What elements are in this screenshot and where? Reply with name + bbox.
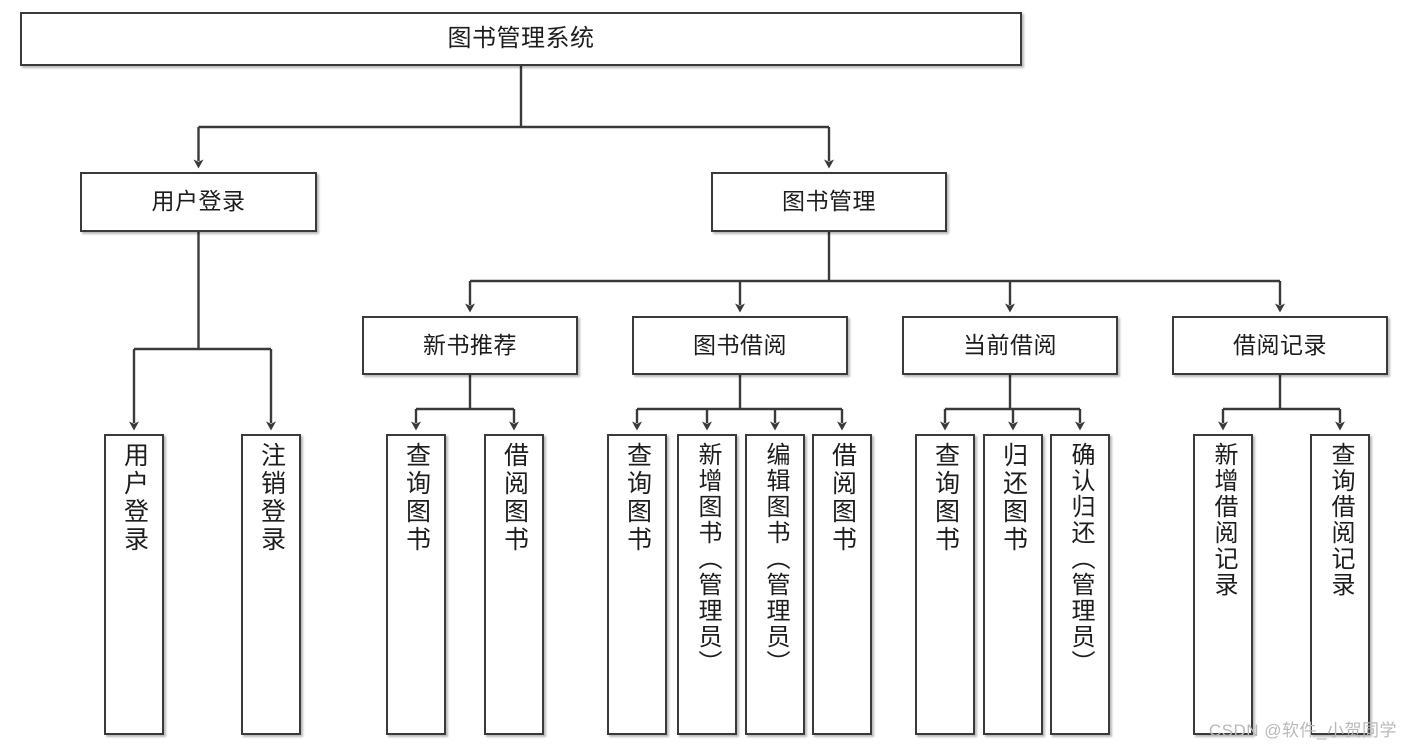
node-leaf-bb-add[interactable]: 新增图书（管理员） bbox=[677, 434, 737, 735]
node-label: 归还图书 bbox=[999, 442, 1028, 554]
watermark: CSDN @软件_小贺同学 bbox=[1208, 721, 1397, 740]
node-leaf-br-add[interactable]: 新增借阅记录 bbox=[1193, 434, 1253, 735]
node-label: 用户登录 bbox=[151, 188, 246, 215]
node-leaf-bb-edit[interactable]: 编辑图书（管理员） bbox=[745, 434, 805, 735]
node-new-book-rec[interactable]: 新书推荐 bbox=[362, 316, 578, 375]
node-label: 图书借阅 bbox=[693, 331, 787, 358]
node-label: 当前借阅 bbox=[963, 331, 1057, 358]
node-label: 确认归还（管理员） bbox=[1067, 442, 1094, 676]
node-label: 新书推荐 bbox=[423, 331, 517, 358]
node-book-borrow[interactable]: 图书借阅 bbox=[632, 316, 848, 375]
node-leaf-rec-query[interactable]: 查询图书 bbox=[386, 434, 446, 735]
node-leaf-cb-query[interactable]: 查询图书 bbox=[915, 434, 975, 735]
node-label: 图书管理系统 bbox=[447, 24, 595, 52]
node-leaf-user-logout[interactable]: 注销登录 bbox=[241, 434, 301, 735]
node-label: 编辑图书（管理员） bbox=[762, 442, 789, 676]
node-label: 新增图书（管理员） bbox=[694, 442, 721, 676]
node-label: 查询借阅记录 bbox=[1327, 442, 1354, 598]
node-borrow-record[interactable]: 借阅记录 bbox=[1172, 316, 1388, 375]
node-leaf-cb-confirm[interactable]: 确认归还（管理员） bbox=[1050, 434, 1110, 735]
node-leaf-br-query[interactable]: 查询借阅记录 bbox=[1310, 434, 1370, 735]
node-root[interactable]: 图书管理系统 bbox=[20, 12, 1022, 66]
node-label: 借阅图书 bbox=[828, 442, 857, 554]
node-label: 查询图书 bbox=[931, 442, 960, 554]
node-label: 用户登录 bbox=[120, 442, 149, 554]
node-label: 借阅图书 bbox=[500, 442, 529, 554]
node-label: 查询图书 bbox=[402, 442, 431, 554]
node-leaf-user-login[interactable]: 用户登录 bbox=[104, 434, 164, 735]
node-book-manage[interactable]: 图书管理 bbox=[711, 172, 947, 232]
node-leaf-bb-borrow[interactable]: 借阅图书 bbox=[812, 434, 872, 735]
node-leaf-bb-query[interactable]: 查询图书 bbox=[607, 434, 667, 735]
node-label: 新增借阅记录 bbox=[1210, 442, 1237, 598]
node-leaf-cb-return[interactable]: 归还图书 bbox=[983, 434, 1043, 735]
node-current-borrow[interactable]: 当前借阅 bbox=[902, 316, 1118, 375]
node-label: 查询图书 bbox=[623, 442, 652, 554]
node-label: 借阅记录 bbox=[1233, 331, 1327, 358]
node-label: 图书管理 bbox=[782, 188, 876, 215]
node-label: 注销登录 bbox=[257, 442, 286, 554]
node-user-login[interactable]: 用户登录 bbox=[80, 172, 317, 232]
node-leaf-rec-borrow[interactable]: 借阅图书 bbox=[484, 434, 544, 735]
